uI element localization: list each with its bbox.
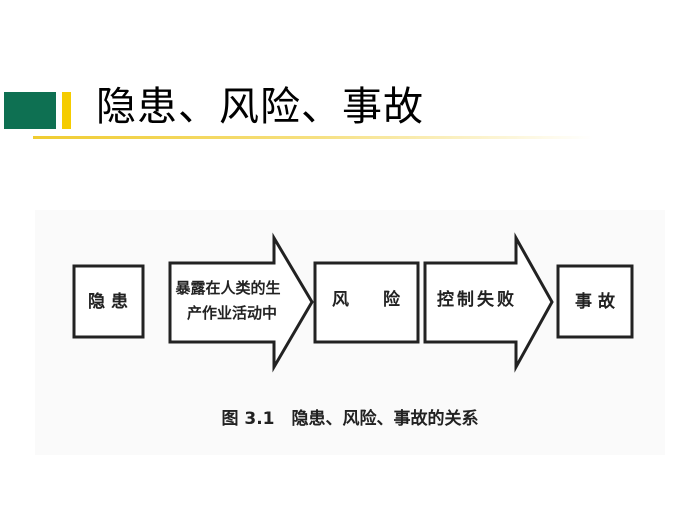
arrow-control-failure-label: 控制失败 bbox=[437, 289, 517, 310]
node-accident-label: 事 故 bbox=[575, 291, 616, 312]
title-green-block bbox=[4, 92, 56, 129]
arrow-exposure-line1: 暴露在人类的生 bbox=[175, 279, 280, 297]
node-accident-box bbox=[556, 264, 634, 339]
node-risk-box bbox=[313, 261, 420, 344]
arrow-control-failure bbox=[423, 232, 554, 373]
node-hazard-box bbox=[72, 264, 145, 339]
arrow-exposure bbox=[168, 232, 314, 373]
slide-title: 隐患、风险、事故 bbox=[96, 84, 424, 130]
figure-caption: 图 3.1 隐患、风险、事故的关系 bbox=[221, 408, 478, 429]
arrow-exposure-line2: 产作业活动中 bbox=[187, 304, 277, 322]
node-risk-label: 风 险 bbox=[332, 289, 401, 310]
title-yellow-bar bbox=[62, 92, 71, 129]
title-underline bbox=[33, 136, 593, 139]
node-hazard-label: 隐 患 bbox=[88, 291, 128, 312]
